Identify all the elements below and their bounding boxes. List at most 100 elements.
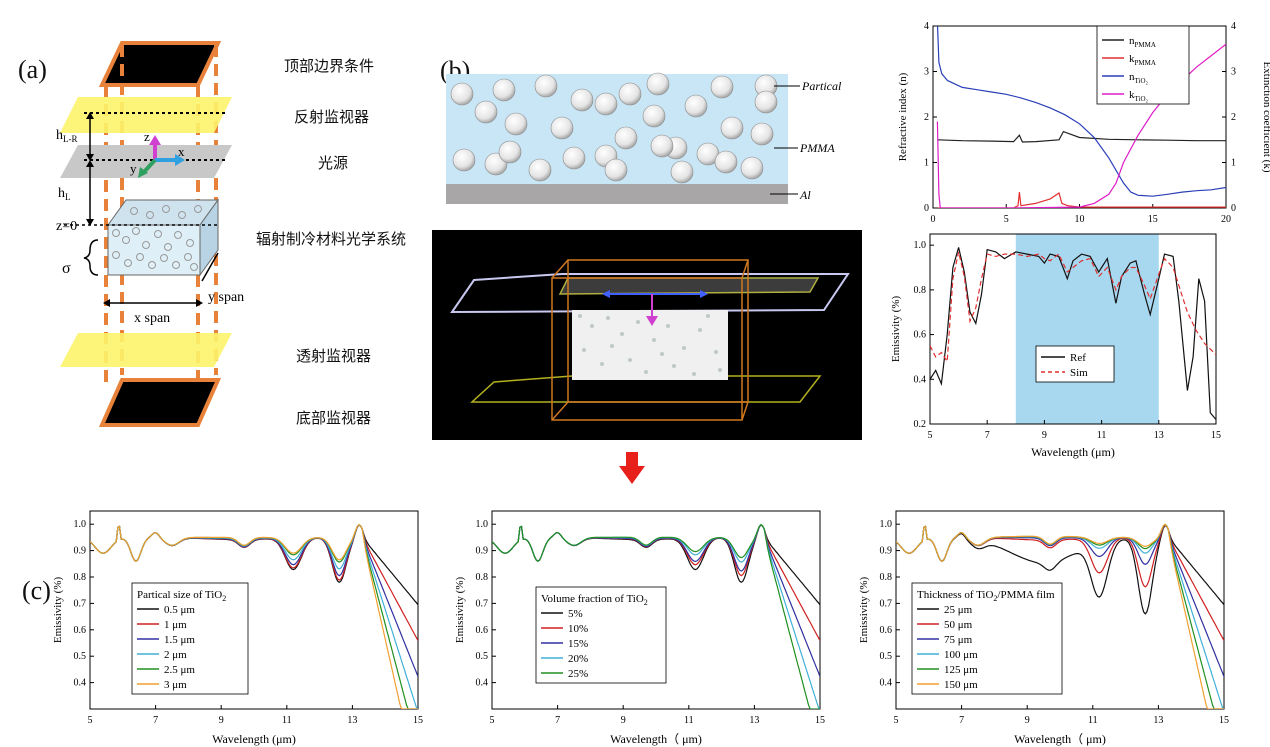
- x-tick-label: 15: [1219, 715, 1229, 726]
- x-tick-label: 20: [1221, 214, 1231, 225]
- legend-label: Ref: [1070, 352, 1086, 364]
- series-line-n: [937, 130, 1226, 143]
- series-line-3-m: [90, 523, 418, 709]
- material-block-top: [107, 199, 219, 226]
- y-axis-label: Emissivity (%): [52, 577, 64, 644]
- x-tick-label: 13: [1154, 430, 1164, 441]
- y-axis-label: y: [130, 161, 137, 176]
- y2-axis-label: Extinction coefficient (k): [1261, 62, 1270, 173]
- y-tick-label: 0.9: [476, 546, 489, 557]
- simulation-setup-diagram: z x y hL-R hL z=0 σ x span y span: [56, 41, 244, 427]
- y-tick-label: 0.8: [476, 572, 489, 583]
- x-tick-label: 15: [815, 715, 825, 726]
- transmission-monitor-plane: [60, 333, 232, 367]
- x-axis-label: Wavelength（ μm): [610, 732, 702, 746]
- legend-box: [1035, 345, 1115, 383]
- series-line-n: [936, 26, 1226, 197]
- y-axis-label: Emissivity (%): [890, 296, 902, 363]
- series-line-k: [937, 192, 1226, 208]
- y-span-dimension: [201, 252, 219, 282]
- x-span-label: x span: [134, 311, 170, 326]
- y-tick-label: 2: [924, 112, 929, 123]
- legend-box: [1096, 25, 1190, 105]
- x-axis-label: Wavelength (μm): [1031, 445, 1115, 459]
- legend-label: kTiO₂: [1129, 89, 1149, 103]
- source-plane: [60, 145, 232, 178]
- legend-label: 5%: [568, 608, 583, 620]
- y-span-label: y span: [208, 290, 244, 305]
- panel-a-label: (a): [18, 55, 47, 84]
- series-line-Ref: [930, 247, 1216, 420]
- y2-tick-label: 2: [1231, 112, 1236, 123]
- x-tick-label: 13: [749, 715, 759, 726]
- legend-label: 1.5 μm: [164, 634, 195, 646]
- x-tick-label: 13: [347, 715, 357, 726]
- legend-box: [535, 586, 667, 684]
- legend-label: kPMMA: [1129, 53, 1156, 67]
- plot-frame: [89, 510, 419, 710]
- y-tick-label: 4: [924, 21, 929, 32]
- series-line-25-: [492, 523, 820, 709]
- x-tick-label: 5: [490, 715, 495, 726]
- top-boundary-plate: [98, 41, 222, 87]
- y-tick-label: 0.6: [914, 330, 927, 341]
- y-tick-label: 0.6: [880, 625, 893, 636]
- fdtd-3d-render: [432, 230, 862, 440]
- simulation-region-back: [567, 259, 749, 403]
- x-tick-label: 5: [928, 430, 933, 441]
- legend-label: 25 μm: [944, 604, 973, 616]
- x-tick-label: 5: [1004, 214, 1009, 225]
- x-tick-label: 10: [1075, 214, 1085, 225]
- x-axis-label: Wavelength（ μm): [1014, 732, 1106, 746]
- label-bottom-monitor: 底部监视器: [296, 409, 372, 427]
- plot-frame: [895, 510, 1225, 710]
- series-line-150-m: [896, 523, 1224, 709]
- label-top-boundary: 顶部边界条件: [284, 57, 375, 75]
- x-tick-label: 7: [959, 715, 964, 726]
- reflection-monitor-plane: [60, 97, 232, 133]
- legend-label: 0.5 μm: [164, 604, 195, 616]
- x-tick-label: 15: [413, 715, 423, 726]
- legend-label: 15%: [568, 638, 588, 650]
- y-tick-label: 0.5: [476, 651, 489, 662]
- legend-label: 75 μm: [944, 634, 973, 646]
- legend-label: Sim: [1070, 367, 1088, 379]
- highlight-band: [1015, 234, 1159, 424]
- y-tick-label: 1.0: [74, 519, 87, 530]
- film-schematic: Partical PMMA Al: [446, 72, 842, 204]
- legend-label: nPMMA: [1129, 35, 1156, 49]
- x-tick-label: 11: [1088, 715, 1098, 726]
- label-al: Al: [799, 188, 811, 202]
- legend-label: 25%: [568, 668, 588, 680]
- z0-label: z=0: [56, 219, 77, 234]
- source-plane-3d: [450, 273, 850, 314]
- y-tick-label: 0.4: [476, 678, 489, 689]
- y-tick-label: 0.7: [476, 598, 489, 609]
- label-source: 光源: [318, 154, 349, 172]
- y-tick-label: 1.0: [880, 519, 893, 530]
- legend-label: 150 μm: [944, 679, 978, 691]
- y-tick-label: 3: [924, 67, 929, 78]
- z-axis-label: z: [144, 129, 150, 144]
- legend-title: Volume fraction of TiO2: [541, 593, 648, 607]
- x-tick-label: 7: [153, 715, 158, 726]
- y-tick-label: 0.4: [74, 678, 87, 689]
- y-tick-label: 0.2: [914, 419, 927, 430]
- legend-label: 2.5 μm: [164, 664, 195, 676]
- x-tick-label: 9: [1025, 715, 1030, 726]
- y-tick-label: 0.9: [880, 546, 893, 557]
- legend-title: Partical size of TiO2: [137, 589, 226, 603]
- x-tick-label: 7: [555, 715, 560, 726]
- x-tick-label: 11: [1097, 430, 1107, 441]
- x-tick-label: 9: [219, 715, 224, 726]
- y-tick-label: 0.4: [914, 374, 927, 385]
- y-tick-label: 0.9: [74, 546, 87, 557]
- x-tick-label: 7: [985, 430, 990, 441]
- h-lr-label: hL-R: [56, 128, 78, 144]
- x-tick-label: 5: [894, 715, 899, 726]
- series-line-Sim: [930, 251, 1216, 364]
